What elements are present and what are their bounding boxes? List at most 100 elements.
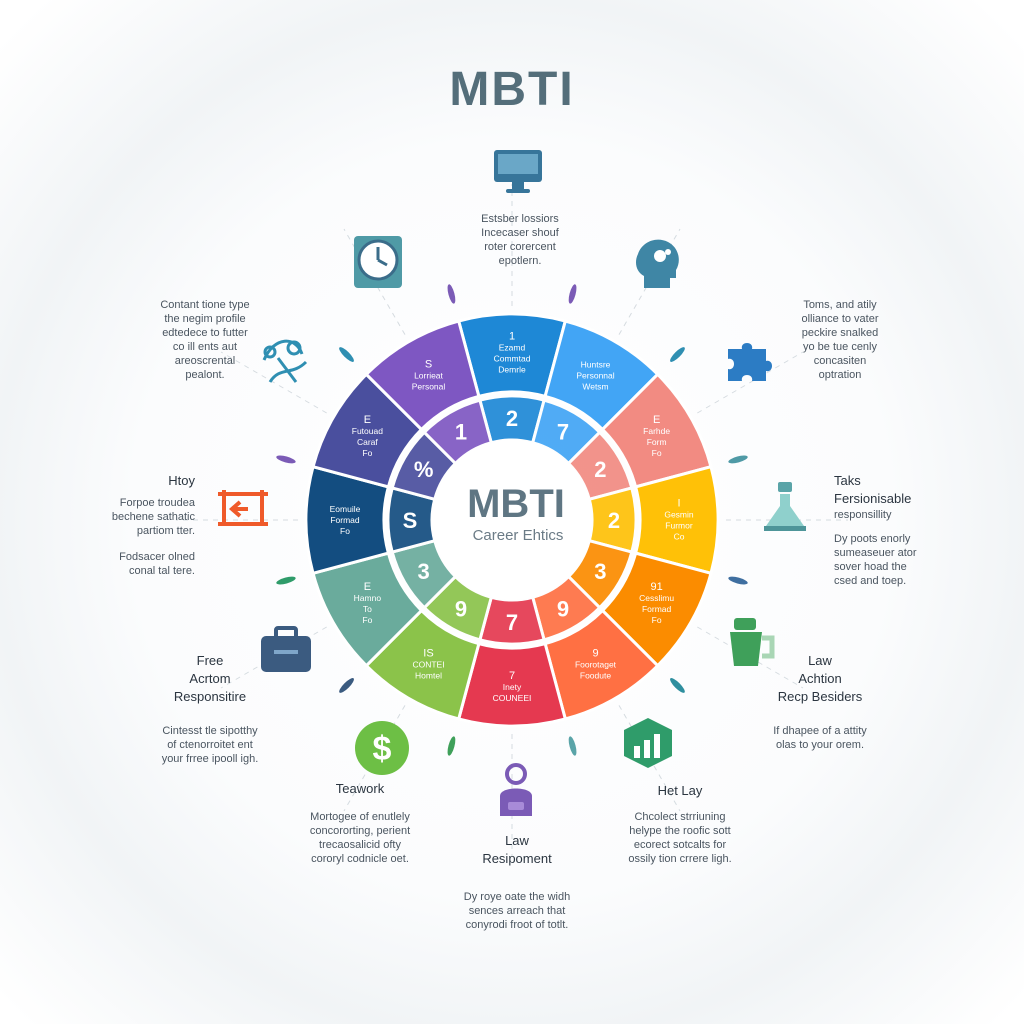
sector-label: Homtel <box>415 671 442 681</box>
sector-label: Hamno <box>354 593 382 603</box>
outer-ring: 1EzamdCommtadDemrleHuntsrePersonnalWetsm… <box>304 312 720 728</box>
sector-label: 7 <box>509 670 515 682</box>
tick-mark <box>276 455 296 464</box>
block-right-heading-2: Fersionisable <box>834 491 912 506</box>
person-icon <box>500 763 532 816</box>
page-title: MBTI <box>449 63 575 116</box>
block-bottom-right: Het Lay Chcolect strriuning helype the r… <box>590 782 770 866</box>
sector-label: Caraf <box>357 437 378 447</box>
block-lower-left-heading: Free Acrtom Responsitire <box>173 653 247 704</box>
inner-number: 9 <box>455 596 467 621</box>
dollar-icon: $ <box>355 721 409 775</box>
block-bottom-left: Teawork Mortogee of enutlely concorortin… <box>280 780 440 866</box>
outer-sector <box>364 319 481 432</box>
inner-number: 7 <box>557 420 569 445</box>
center-subtitle: Career Ehtics <box>473 527 564 544</box>
sector-label: S <box>425 358 432 370</box>
sector-label: Furmor <box>665 521 693 531</box>
inner-number: 3 <box>418 559 430 584</box>
sector-label: Cesslimu <box>639 593 674 603</box>
block-top: Estsber lossiors Incecaser shouf roter c… <box>430 212 610 268</box>
inner-number: 7 <box>506 610 518 635</box>
guide-line <box>697 351 804 414</box>
sector-label: Formad <box>330 515 360 525</box>
tick-mark <box>728 576 748 585</box>
sector-label: 91 <box>651 581 663 593</box>
tick-mark <box>728 455 748 464</box>
guide-line <box>220 351 327 414</box>
sector-label: CONTEI <box>412 660 444 670</box>
block-top-left-text: Contant tione type the negim profile edt… <box>160 299 250 381</box>
block-left-text: Forpoe troudea bechene sathatic partiom … <box>111 497 195 537</box>
sector-label: Fo <box>652 448 662 458</box>
inner-number: 3 <box>594 559 606 584</box>
sector-label: Co <box>674 532 685 542</box>
block-lower-right: Law Achtion Recp Besiders If dhapee of a… <box>750 652 890 752</box>
tick-mark <box>568 736 577 756</box>
sector-label: Fo <box>652 615 662 625</box>
block-left: Htoy Forpoe troudea bechene sathatic par… <box>80 472 195 578</box>
sector-label: 9 <box>592 648 598 660</box>
tick-mark <box>447 284 456 304</box>
inner-number: 2 <box>506 406 518 431</box>
cup-icon <box>730 618 775 666</box>
tick-mark <box>339 678 354 693</box>
tick-mark <box>447 736 456 756</box>
tick-mark <box>339 347 354 362</box>
tick-mark <box>670 678 685 693</box>
block-bottom-center: Law Resipoment Dy roye oate the widh sen… <box>432 832 602 932</box>
sector-label: Demrle <box>498 365 526 375</box>
block-bottom-right-text: Chcolect strriuning helype the roofic so… <box>628 811 732 865</box>
sector-label: Huntsre <box>581 359 611 369</box>
inner-number: 2 <box>608 508 620 533</box>
briefcase-icon <box>261 626 311 672</box>
sector-label: Inety <box>503 682 522 692</box>
sector-label: Lorrieat <box>414 370 443 380</box>
tick-mark <box>276 576 296 585</box>
sector-label: IS <box>423 648 433 660</box>
puzzle-icon <box>728 343 772 381</box>
block-lower-right-heading: Law Achtion Recp Besiders <box>777 653 863 704</box>
block-lower-right-text: If dhapee of a attity olas to your orem. <box>773 725 867 751</box>
block-right: Taks Fersionisable responsillity Dy poot… <box>834 472 974 588</box>
block-top-right: Toms, and atily olliance to vater peckir… <box>770 298 910 382</box>
sector-label: Futouad <box>352 426 383 436</box>
sector-label: Ezamd <box>499 343 526 353</box>
block-bottom-right-heading: Het Lay <box>657 783 703 798</box>
sector-label: Farhde <box>643 426 670 436</box>
tick-marks <box>276 284 748 756</box>
sector-label: To <box>363 604 372 614</box>
sector-label: E <box>364 414 371 426</box>
sector-label: Commtad <box>494 354 531 364</box>
sector-label: E <box>364 581 371 593</box>
block-top-right-text: Toms, and atily olliance to vater peckir… <box>801 299 879 381</box>
block-bottom-left-text: Mortogee of enutlely concororting, perie… <box>309 811 411 865</box>
monitor-icon <box>494 150 542 193</box>
svg-text:$: $ <box>373 730 392 768</box>
block-right-heading: Taks <box>834 473 861 488</box>
sector-label: Personnal <box>576 370 614 380</box>
sector-label: I <box>677 498 680 510</box>
block-bottom-center-heading: Law Resipoment <box>482 833 552 866</box>
sector-label: Form <box>647 437 667 447</box>
inner-number: S <box>403 508 418 533</box>
inner-number: 9 <box>557 596 569 621</box>
sector-label: Foodute <box>580 671 611 681</box>
block-bottom-left-heading: Teawork <box>335 781 385 796</box>
head-icon <box>636 239 679 288</box>
sector-label: Fo <box>362 615 372 625</box>
block-right-text: Dy poots enorly sumeaseuer ator sover ho… <box>834 533 917 587</box>
block-right-sub: responsillity <box>834 509 892 521</box>
block-lower-left: Free Acrtom Responsitire Cintesst tle si… <box>140 652 280 766</box>
block-bottom-center-text: Dy roye oate the widh sences arreach tha… <box>463 891 571 931</box>
block-left-heading: Htoy <box>168 473 195 488</box>
sector-label: Formad <box>642 604 672 614</box>
inner-number: % <box>414 457 434 482</box>
sector-label: E <box>653 414 660 426</box>
center-disc <box>432 440 592 600</box>
sector-label: Personal <box>412 381 446 391</box>
block-top-text: Estsber lossiors Incecaser shouf roter c… <box>481 213 559 267</box>
clock-icon <box>354 236 402 288</box>
sector-label: Gesmin <box>664 510 694 520</box>
